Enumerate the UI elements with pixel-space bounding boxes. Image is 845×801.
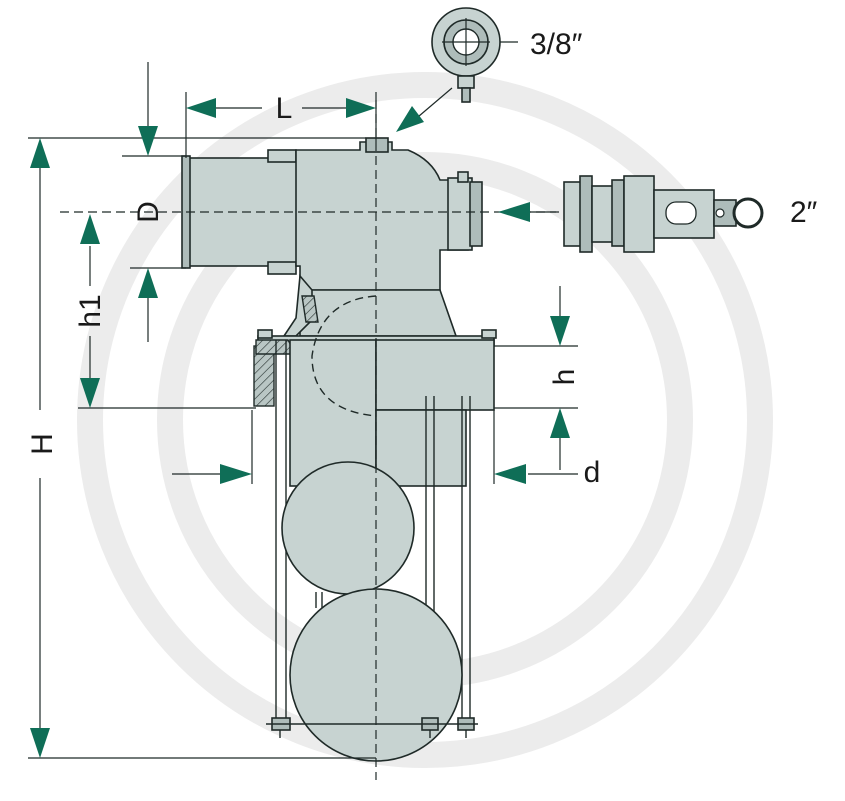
dimension-arrows <box>30 98 570 758</box>
arrow-d-left <box>220 464 252 484</box>
arrow-h1-bottom <box>80 378 100 408</box>
arrow-L-left <box>186 98 216 118</box>
top-fitting-detail <box>431 7 518 103</box>
center-lines <box>60 100 560 780</box>
arrow-L-right <box>346 98 376 118</box>
dimension-labels: L D h1 H h d 3/8″ 2″ <box>26 28 818 489</box>
arrow-D-bottom <box>138 268 158 298</box>
arrow-h-bottom <box>550 408 570 438</box>
arrow-H-top <box>30 138 50 168</box>
label-h1: h1 <box>74 294 107 327</box>
side-fitting-detail <box>563 175 764 253</box>
label-D: D <box>132 201 165 223</box>
arrow-side-fitting <box>498 202 530 222</box>
arrow-h-top <box>550 316 570 346</box>
label-L: L <box>276 92 293 125</box>
valve-body <box>181 137 497 762</box>
label-H: H <box>26 433 59 455</box>
arrow-h1-top <box>80 214 100 244</box>
label-top-fitting: 3/8″ <box>530 28 583 61</box>
dimension-lines <box>28 62 578 759</box>
arrow-D-top <box>138 126 158 156</box>
arrow-d-right <box>494 464 526 484</box>
label-d: d <box>584 456 601 489</box>
arrow-top-fitting <box>396 106 424 132</box>
label-h: h <box>548 369 581 386</box>
label-side-fitting: 2″ <box>790 196 818 229</box>
arrow-H-bottom <box>30 728 50 758</box>
